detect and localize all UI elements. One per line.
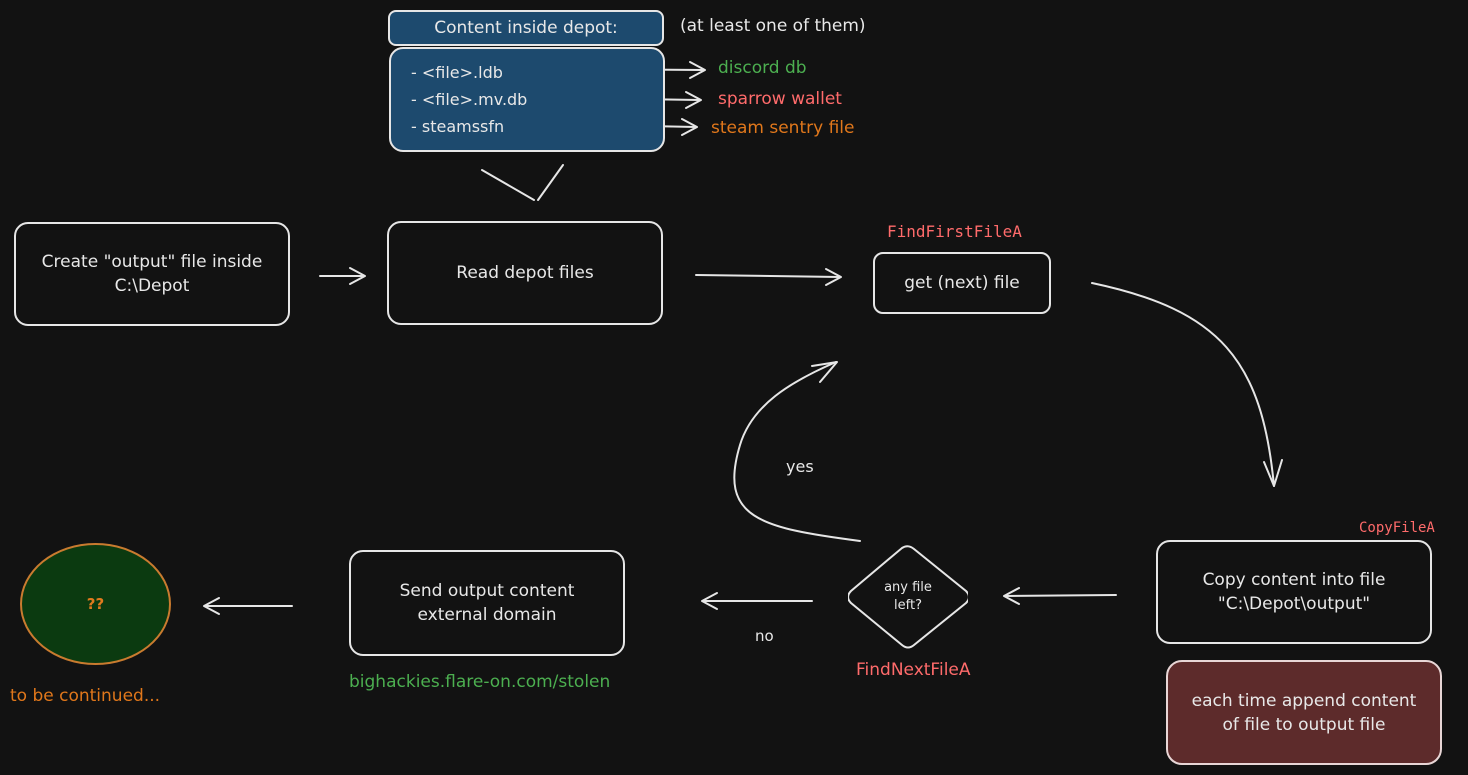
copy-content-node: Copy content into file "C:\Depot\output" bbox=[1156, 540, 1432, 644]
end-circle-label: ?? bbox=[86, 595, 105, 613]
depot-item-steamssfn: - steamssfn bbox=[411, 117, 505, 136]
arrow-copy-to-decision bbox=[1003, 587, 1117, 605]
read-depot-node: Read depot files bbox=[387, 221, 663, 325]
target-sparrow-wallet: sparrow wallet bbox=[718, 89, 842, 109]
send-line-1: Send output content bbox=[399, 581, 575, 601]
arrow-depot-to-read bbox=[481, 164, 564, 201]
find-first-file-label: FindFirstFileA bbox=[887, 222, 1022, 241]
target-steam-sentry: steam sentry file bbox=[711, 118, 855, 138]
end-circle-node: ?? bbox=[20, 543, 171, 665]
copy-file-label: CopyFileA bbox=[1359, 520, 1435, 536]
any-file-left-decision: any file left? bbox=[848, 545, 968, 649]
depot-contents-box: - <file>.ldb - <file>.mv.db - steamssfn bbox=[389, 47, 665, 152]
note-line-2: of file to output file bbox=[1222, 714, 1386, 735]
depot-item-ldb: - <file>.ldb bbox=[411, 63, 503, 82]
exfil-domain-label: bighackies.flare-on.com/stolen bbox=[349, 672, 611, 692]
copy-line-1: Copy content into file bbox=[1202, 570, 1386, 590]
get-line-1: get (next) file bbox=[904, 273, 1020, 293]
decision-diamond-shape bbox=[848, 545, 968, 649]
yes-label: yes bbox=[786, 457, 814, 476]
send-output-node: Send output content external domain bbox=[349, 550, 625, 656]
send-line-2: external domain bbox=[417, 605, 557, 625]
copy-line-2: "C:\Depot\output" bbox=[1217, 594, 1371, 614]
decision-line-1: any file bbox=[884, 580, 932, 595]
find-next-file-label: FindNextFileA bbox=[856, 660, 971, 680]
depot-header-label: Content inside depot: bbox=[434, 18, 618, 38]
append-note-box: each time append content of file to outp… bbox=[1166, 660, 1442, 765]
arrow-decision-to-get bbox=[733, 361, 861, 542]
note-line-1: each time append content bbox=[1191, 690, 1417, 711]
arrow-decision-to-send bbox=[701, 592, 813, 610]
depot-item-mvdb: - <file>.mv.db bbox=[411, 90, 528, 109]
create-line-1: Create "output" file inside bbox=[41, 252, 263, 272]
arrow-create-to-read bbox=[319, 267, 366, 285]
decision-line-2: left? bbox=[894, 598, 922, 613]
arrow-read-to-get bbox=[695, 268, 842, 286]
to-be-continued-label: to be continued... bbox=[10, 686, 161, 706]
arrow-send-to-end bbox=[203, 597, 293, 615]
target-discord-db: discord db bbox=[718, 58, 807, 78]
create-output-node: Create "output" file inside C:\Depot bbox=[14, 222, 290, 326]
read-line-1: Read depot files bbox=[456, 263, 594, 283]
depot-note-label: (at least one of them) bbox=[680, 16, 866, 36]
no-label: no bbox=[755, 627, 774, 645]
get-next-file-node: get (next) file bbox=[873, 252, 1051, 314]
arrow-get-to-copy bbox=[1091, 282, 1283, 487]
depot-header-box: Content inside depot: bbox=[388, 10, 664, 46]
create-line-2: C:\Depot bbox=[114, 276, 190, 296]
